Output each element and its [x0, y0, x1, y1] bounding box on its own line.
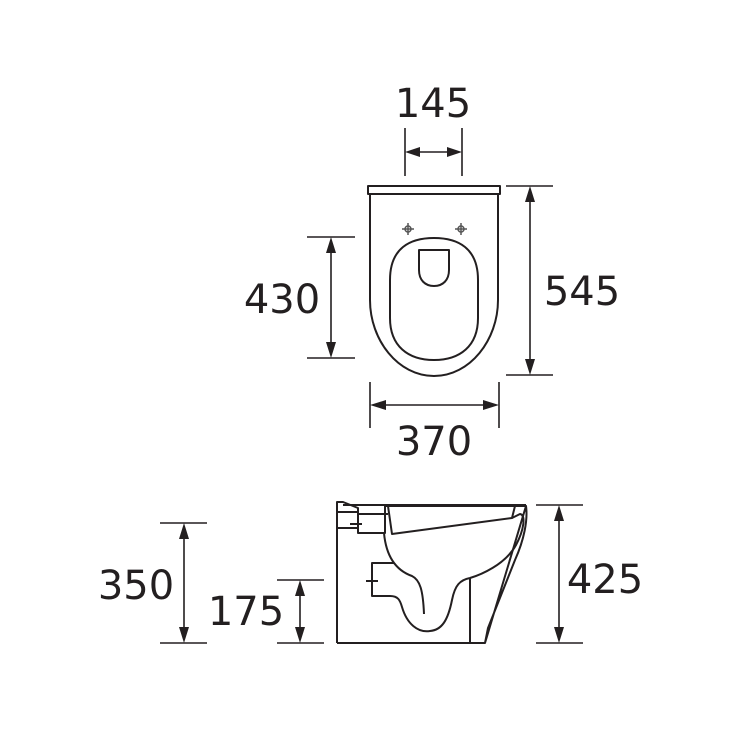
side-view [336, 501, 528, 644]
dimension-label-430: 430 [244, 277, 320, 323]
dimension-label-425: 425 [567, 557, 643, 603]
dimension-label-145: 145 [395, 81, 471, 127]
dimension-350: 350 [98, 522, 207, 644]
dimension-370: 370 [369, 382, 500, 465]
fixing-point-right [455, 223, 467, 235]
fixing-point-left [402, 223, 414, 235]
rim-slope [387, 505, 516, 535]
dimension-430: 430 [244, 236, 355, 359]
top-view [367, 185, 501, 377]
trap-path [371, 532, 471, 643]
dimension-label-545: 545 [544, 269, 620, 315]
dimension-label-350: 350 [98, 563, 174, 609]
dimension-545: 545 [506, 185, 620, 376]
dimension-145: 145 [395, 81, 471, 176]
pan-outline-side [336, 501, 526, 643]
pan-outline-top [367, 185, 501, 377]
inner-rim [469, 513, 525, 579]
dimension-label-175: 175 [208, 589, 284, 635]
flush-outlet [418, 249, 450, 287]
dimension-175: 175 [208, 579, 324, 644]
front-nose [484, 505, 528, 644]
bowl-opening [389, 237, 479, 361]
dimension-425: 425 [536, 504, 643, 644]
dimension-label-370: 370 [396, 419, 472, 465]
